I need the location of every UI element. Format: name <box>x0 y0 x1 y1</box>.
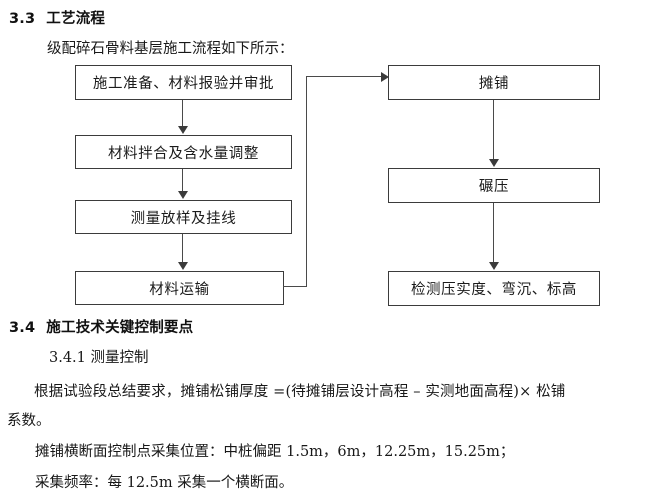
flow-node-rolling: 碾压 <box>388 168 600 203</box>
body-line-1: 根据试验段总结要求，摊铺松铺厚度 =(待摊铺层设计高程 – 实测地面高程)× 松… <box>34 384 566 400</box>
flow-arrowhead-prep-to-mix <box>178 126 188 134</box>
process-flow-diagram: 施工准备、材料报验并审批 材料拌合及含水量调整 测量放样及挂线 材料运输 摊铺 … <box>0 55 656 313</box>
flow-arrowhead-rolling-to-testing <box>489 262 499 270</box>
flow-node-mix: 材料拌合及含水量调整 <box>75 135 292 169</box>
section-heading-3-3: 3.3 工艺流程 <box>9 7 105 28</box>
flow-edge-survey-to-transport <box>182 234 184 263</box>
flow-edge-paving-to-rolling <box>493 100 495 160</box>
section-number: 3.3 <box>9 11 36 27</box>
flow-edge-prep-to-mix <box>182 100 184 127</box>
flow-node-testing-label: 检测压实度、弯沉、标高 <box>410 282 578 298</box>
flow-node-survey: 测量放样及挂线 <box>75 200 292 234</box>
body-line-4: 采集频率：每 12.5m 采集一个横断面。 <box>35 475 294 491</box>
flow-node-paving: 摊铺 <box>388 65 600 100</box>
flow-edge-into-paving <box>306 76 382 78</box>
body-line-2: 系数。 <box>7 413 51 429</box>
flow-node-survey-label: 测量放样及挂线 <box>130 210 237 227</box>
section-title: 施工技术关键控制要点 <box>46 320 194 336</box>
flow-node-transport: 材料运输 <box>75 271 284 305</box>
flow-node-testing: 检测压实度、弯沉、标高 <box>388 271 600 306</box>
flow-edge-rolling-to-testing <box>493 203 495 263</box>
flow-node-prep-label: 施工准备、材料报验并审批 <box>92 76 275 92</box>
section-title: 工艺流程 <box>46 11 106 27</box>
flow-arrowhead-paving-to-rolling <box>489 159 499 167</box>
flow-node-prep: 施工准备、材料报验并审批 <box>75 65 292 100</box>
flow-arrowhead-mix-to-survey <box>178 191 188 199</box>
flow-edge-transport-exit <box>283 286 307 288</box>
section-heading-3-4: 3.4 施工技术关键控制要点 <box>9 316 193 337</box>
subsection-heading-3-4-1: 3.4.1 测量控制 <box>49 350 149 366</box>
flow-edge-transport-riser <box>306 76 308 287</box>
intro-paragraph: 级配碎石骨料基层施工流程如下所示： <box>47 41 294 57</box>
body-line-3: 摊铺横断面控制点采集位置：中桩偏距 1.5m，6m，12.25m，15.25m； <box>35 444 515 460</box>
flow-node-paving-label: 摊铺 <box>478 76 510 92</box>
flow-arrowhead-into-paving <box>381 72 389 82</box>
flow-edge-mix-to-survey <box>182 169 184 192</box>
flow-node-rolling-label: 碾压 <box>478 179 510 195</box>
flow-node-transport-label: 材料运输 <box>149 281 210 298</box>
flow-node-mix-label: 材料拌合及含水量调整 <box>108 145 259 162</box>
section-number: 3.4 <box>9 320 36 336</box>
flow-arrowhead-survey-to-transport <box>178 262 188 270</box>
